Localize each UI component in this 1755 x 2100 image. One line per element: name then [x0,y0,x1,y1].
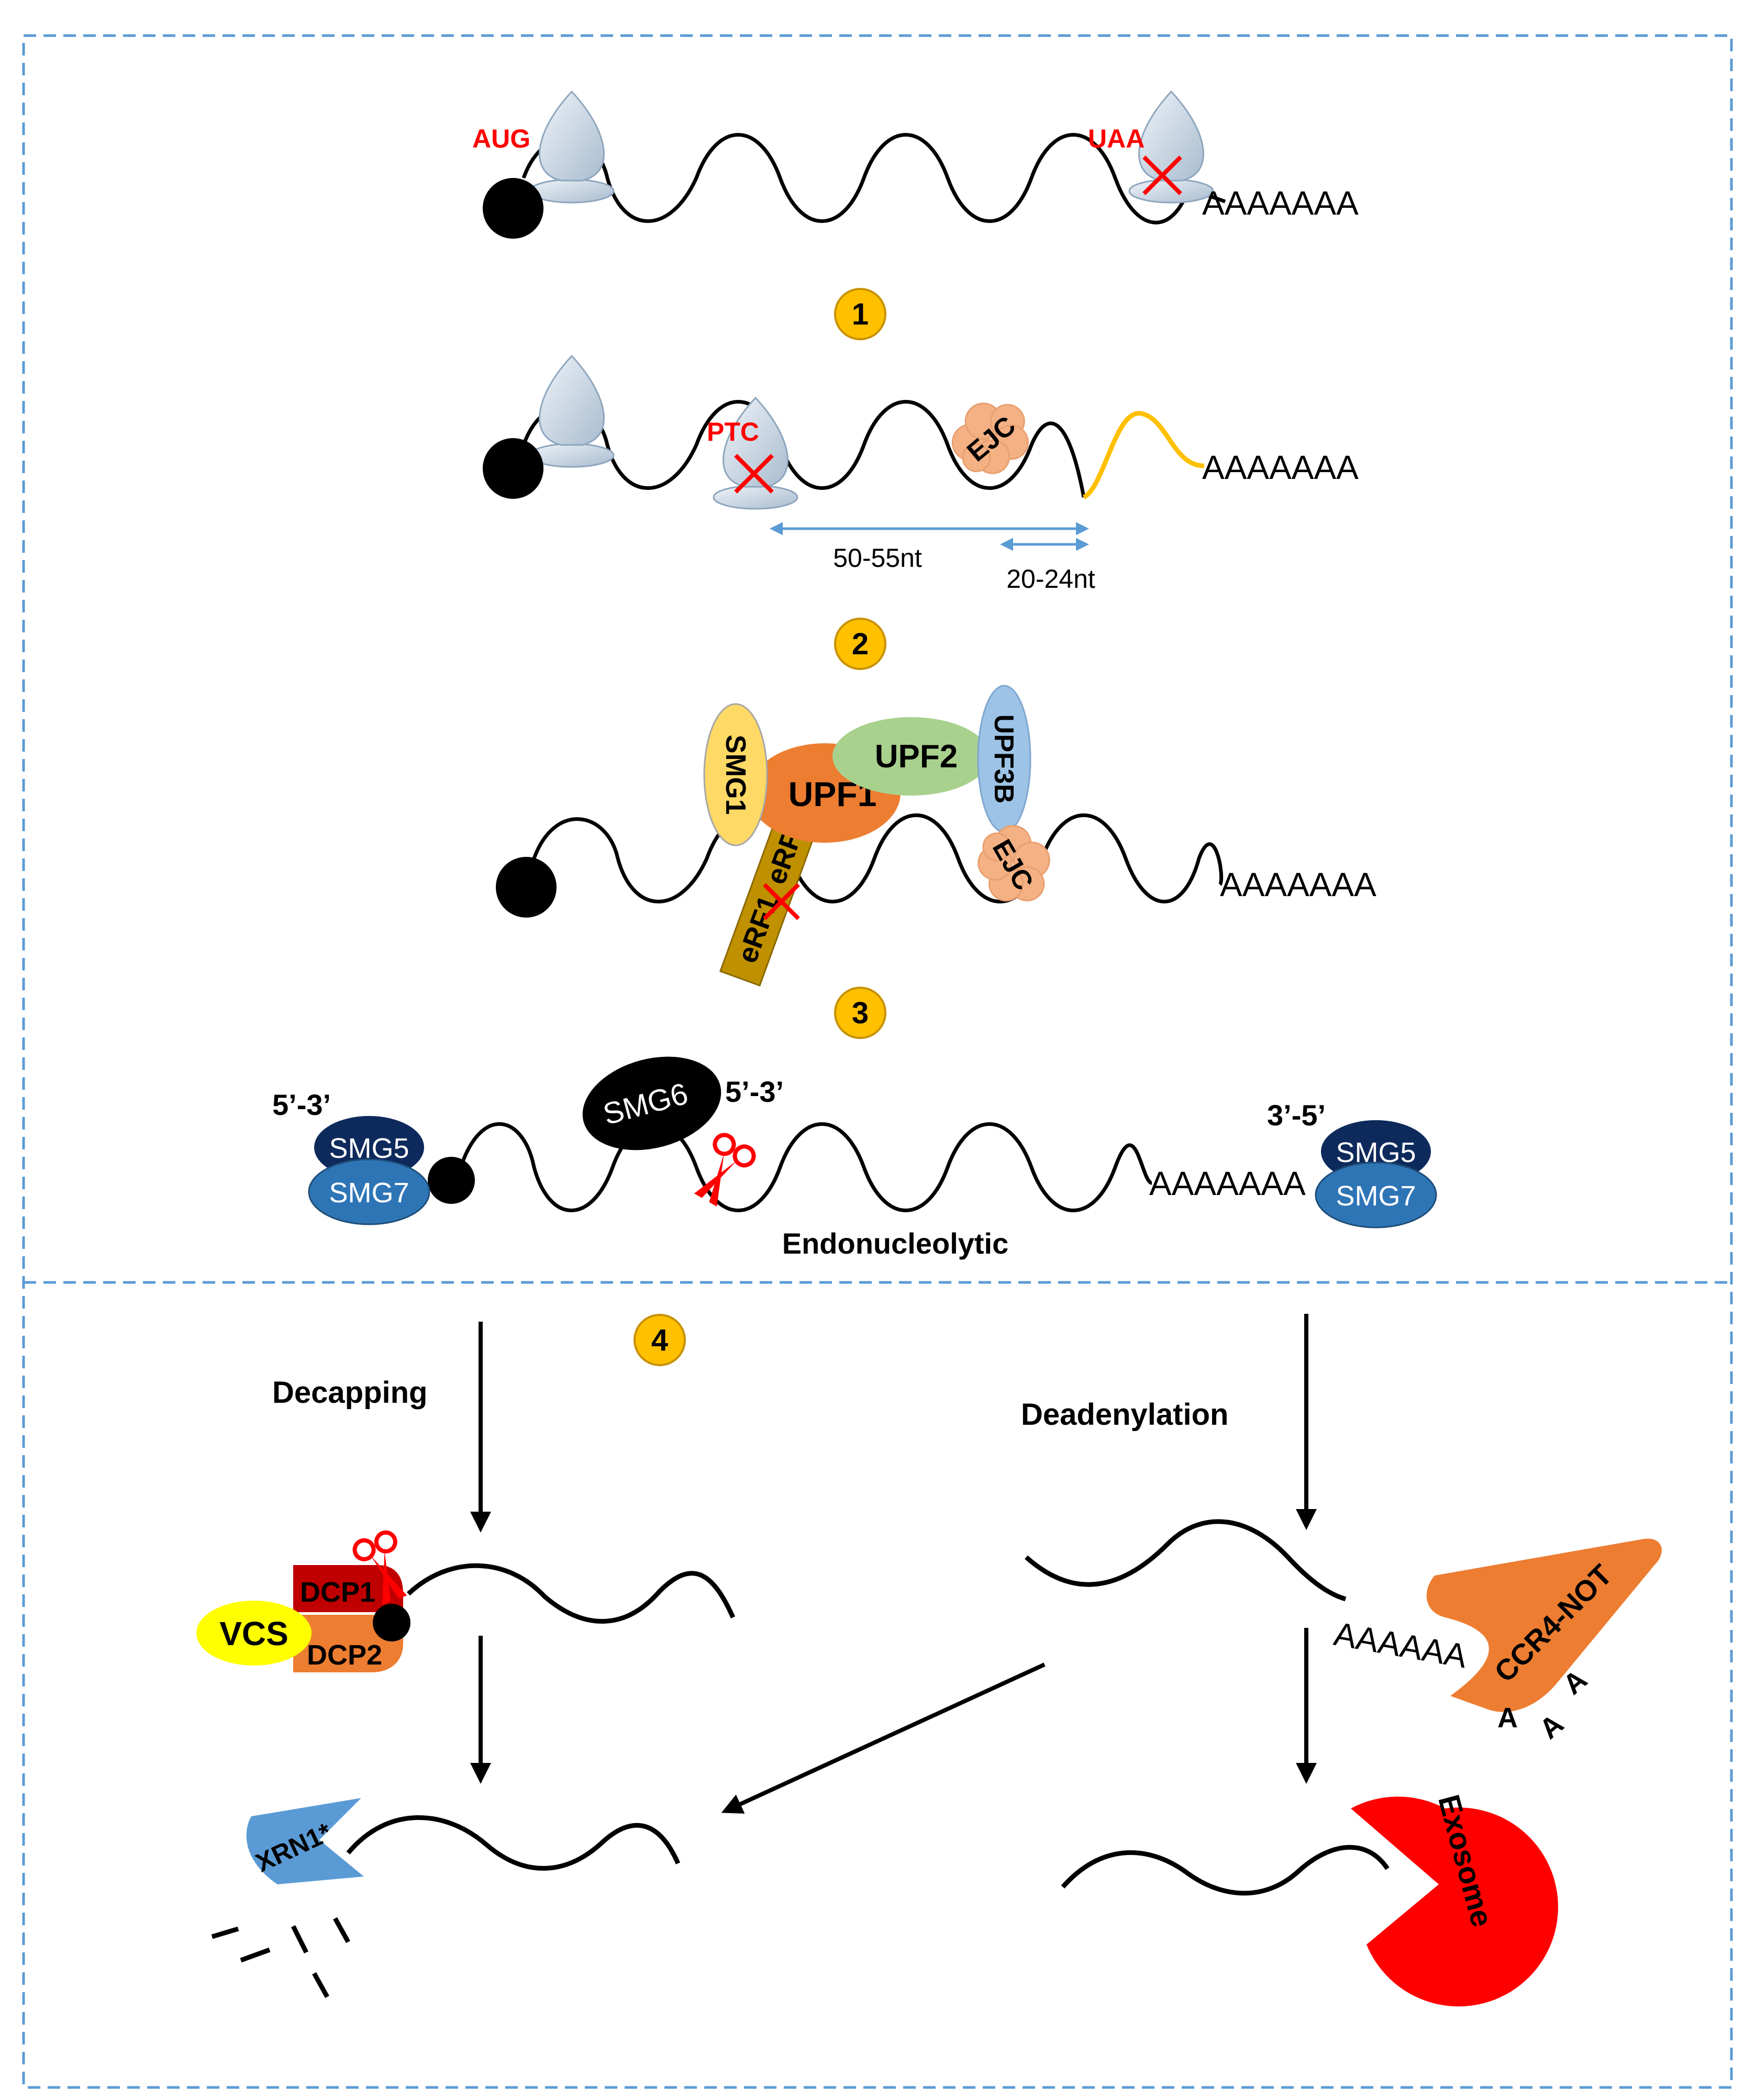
cap-icon [428,1157,475,1204]
stop-cross-icon [1142,155,1182,195]
smg7-protein [308,1158,430,1225]
cap-icon [483,178,543,239]
distance-label-1: 50-55nt [833,543,922,573]
step-badge-1: 1 [834,288,886,340]
ejc-icon: EJC [965,813,1065,917]
direction-label-mid: 5’-3’ [725,1075,784,1108]
exosome-protein [1351,1796,1558,2007]
ribosome-icon [529,355,615,468]
smg7-label: SMG7 [1336,1180,1416,1212]
step-badge-3: 3 [834,987,886,1039]
svg-text:4: 4 [651,1323,668,1357]
vcs-label: VCS [219,1615,288,1652]
ptc-cross-icon [734,454,774,494]
ejc-icon: EJC [938,384,1044,488]
svg-text:1: 1 [852,297,869,331]
mrna-wave [521,400,1086,498]
ccr4-not-complex [1426,1538,1662,1712]
dcp1-protein [293,1565,403,1612]
xrn1-substrate-mrna [346,1815,681,1871]
mrna-wave [521,133,1226,225]
polya-tail-label: AAAAAAA [1202,184,1359,222]
polya-short-label: AAAAAA [1331,1615,1470,1675]
dcp1-label: DCP1 [300,1577,375,1608]
panel-surveillance-complex: AAAAAAA eRF1 eRF3 UPF1 UPF2 SMG1 UPF3B E… [496,685,1376,987]
smg7-protein [1315,1161,1437,1228]
decapping-label: Decapping [272,1376,428,1410]
dcp2-label: DCP2 [307,1639,382,1671]
mrna-wave [532,813,1224,903]
panel-decay: Decapping Deadenylation DCP1 DCP2 VCS AA… [196,1314,1662,2007]
stop-codon-label: UAA [1088,124,1145,153]
upf2-protein [832,717,990,796]
decapped-mrna [406,1563,736,1624]
deadenylation-label: Deadenylation [1021,1398,1228,1432]
direction-label-right: 3’-5’ [1267,1099,1326,1132]
deadenylating-mrna [1025,1519,1347,1602]
termination-cross-icon [763,883,800,920]
smg1-protein: SMG1 [703,703,768,846]
ribosome-icon [529,91,615,204]
smg7-label: SMG7 [329,1177,409,1209]
vcs-protein [196,1601,312,1666]
xrn1-protein [246,1798,364,1884]
step-badge-4: 4 [634,1314,686,1366]
svg-text:3: 3 [852,996,869,1030]
svg-text:2: 2 [852,627,869,661]
svg-text:SMG1: SMG1 [720,734,751,814]
endonucleolytic-label: Endonucleolytic [782,1227,1009,1260]
step-badge-2: 2 [834,618,886,670]
released-a-2: A [1534,1708,1569,1745]
svg-text:UPF3B: UPF3B [988,714,1019,803]
cap-icon [373,1604,410,1641]
smg6-protein [582,1056,721,1150]
panel-ptc-recognition: PTC EJC AAAAAAA 50-55nt 20-24nt [483,355,1359,594]
ptc-label: PTC [707,417,759,446]
panel-normal-translation: AUG UAA AAAAAAA [472,91,1359,239]
panel-degradation-routes: AAAAAAA 5’-3’ SMG5 SMG7 SMG6 5’-3’ Endon… [272,1056,1437,1260]
distance-label-2: 20-24nt [1006,564,1095,594]
polya-tail-label: AAAAAAA [1149,1165,1306,1202]
arrow-deadenylated-to-xrn1 [721,1662,1046,1814]
direction-label-left: 5’-3’ [272,1088,331,1121]
released-a-1: A [1497,1702,1518,1734]
nucleotide-fragments [211,1917,350,1998]
ribosome-icon [713,397,798,510]
cap-icon [496,857,557,918]
utr-segment [1082,411,1205,500]
upf3b-protein: UPF3B [977,685,1031,833]
mrna-wave [459,1122,1153,1212]
upf2-label: UPF2 [875,739,958,775]
cap-icon [483,438,543,499]
exosome-substrate-mrna [1061,1845,1390,1896]
polya-tail-label: AAAAAAA [1202,449,1359,486]
start-codon-label: AUG [472,124,530,153]
polya-tail-label: AAAAAAA [1220,866,1376,903]
outer-frame [22,34,1733,2089]
